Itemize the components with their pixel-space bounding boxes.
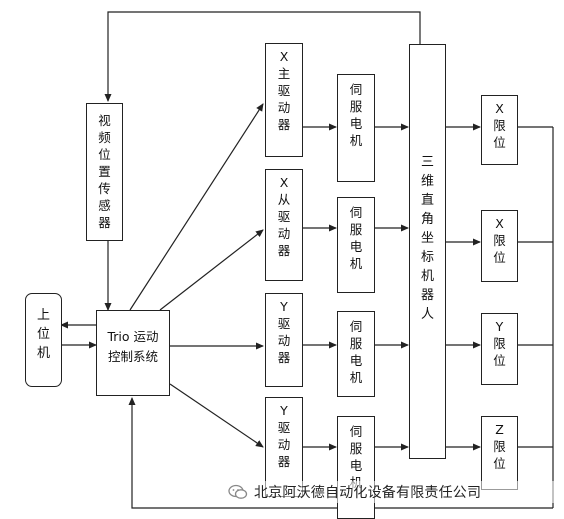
limit-box-1: X 限位: [481, 95, 518, 165]
servo-motor-box-2: 伺服电机: [337, 197, 375, 293]
servo-motor-box-3: 伺服电机: [337, 311, 375, 397]
limit-label: 限位: [493, 233, 506, 265]
limit-axis: X: [495, 216, 504, 231]
limit-axis: Y: [495, 319, 504, 334]
servo-motor-label: 伺服电机: [349, 319, 363, 385]
watermark: 北京阿沃德自动化设备有限责任公司: [228, 481, 564, 503]
wechat-icon: [228, 484, 248, 500]
servo-motor-label: 伺服电机: [349, 205, 363, 271]
driver-box-4: Y 驱动器: [265, 397, 303, 497]
upper-computer-label: 上位机: [36, 308, 50, 361]
watermark-text: 北京阿沃德自动化设备有限责任公司: [254, 485, 482, 501]
driver-axis: Y: [280, 403, 288, 418]
video-sensor-box: 视频位置传感器: [86, 103, 123, 241]
driver-label: 驱动器: [277, 420, 291, 469]
upper-computer-box: 上位机: [25, 293, 62, 387]
limit-label: 限位: [493, 118, 506, 150]
cartesian-robot-box: 三维直角坐标机器人: [409, 44, 446, 459]
driver-axis: X: [279, 49, 289, 64]
trio-controller-box: Trio 运动 控制系统: [96, 310, 170, 396]
limit-label: 限位: [493, 336, 506, 368]
robot-to-sensor-line: [104, 11, 421, 102]
driver-label: 从驱动器: [277, 192, 291, 258]
video-sensor-label: 视频位置传感器: [98, 113, 111, 230]
trio-to-driver4-line: [169, 383, 264, 448]
driver-box-2: X 从驱动器: [265, 169, 303, 281]
trio-to-driver2-line: [159, 229, 264, 311]
servo-motor-box-1: 伺服电机: [337, 74, 375, 182]
driver-axis: X: [279, 175, 289, 190]
trio-controller-line1: Trio 运动: [107, 329, 159, 344]
limit-box-4: Z 限位: [481, 416, 518, 490]
trio-controller-line2: 控制系统: [107, 349, 158, 364]
servo-motor-label: 伺服电机: [349, 82, 363, 148]
driver-axis: Y: [280, 299, 288, 314]
limit-axis: Z: [495, 422, 504, 437]
limit-box-3: Y 限位: [481, 313, 518, 385]
driver-label: 驱动器: [277, 316, 291, 365]
driver-box-1: X 主驱动器: [265, 43, 303, 157]
limit-box-2: X 限位: [481, 210, 518, 282]
trio-to-driver1-line: [129, 103, 264, 311]
limit-axis: X: [495, 101, 504, 116]
driver-box-3: Y 驱动器: [265, 293, 303, 387]
limit-feedback-line: [128, 397, 553, 509]
limit-label: 限位: [493, 439, 506, 471]
driver-label: 主驱动器: [277, 66, 291, 132]
cartesian-robot-label: 三维直角坐标机器人: [420, 155, 434, 322]
